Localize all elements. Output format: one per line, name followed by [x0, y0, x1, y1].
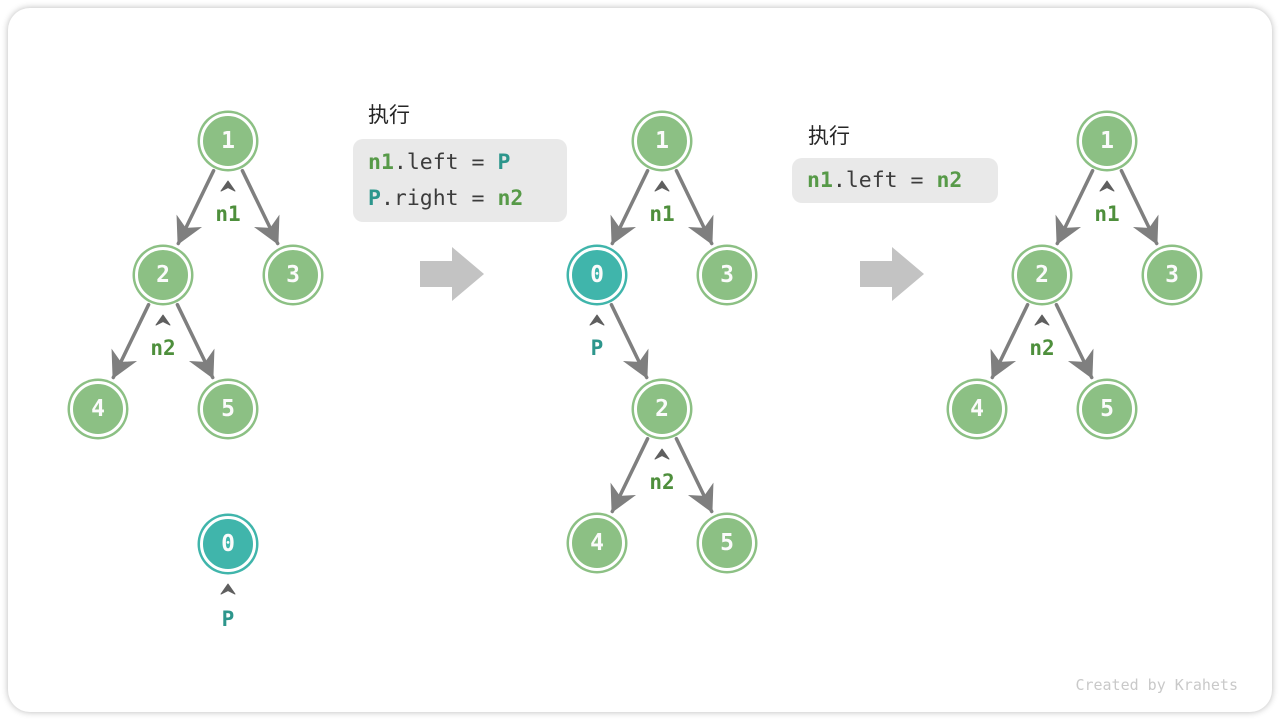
- code-var-n1: n1: [368, 149, 394, 175]
- tree-left-node-1: 1: [200, 113, 256, 169]
- step2-code-block: n1.left = n2: [792, 158, 998, 203]
- tree-left-node-3: 3: [265, 247, 321, 303]
- tree-left-pointer-p: P: [221, 607, 235, 631]
- tree-middle-node-3: 3: [699, 247, 755, 303]
- diagram-card: [8, 8, 1272, 712]
- tree-left-pointer-n2: n2: [150, 336, 176, 360]
- tree-left-node-0-detached: 0: [200, 516, 256, 572]
- tree-middle-pointer-n1: n1: [649, 202, 675, 226]
- code-var-p: P: [497, 149, 511, 175]
- tree-left-node-2: 2: [135, 247, 191, 303]
- step1-code-block: n1.left = P P.right = n2: [353, 139, 567, 222]
- code-var-n2: n2: [936, 167, 963, 193]
- code-var-n1: n1: [807, 167, 833, 193]
- watermark-credit: Created by Krahets: [1075, 676, 1238, 694]
- step1-heading: 执行: [368, 104, 410, 127]
- tree-right-node-4: 4: [949, 381, 1005, 437]
- tree-middle-node-1: 1: [634, 113, 690, 169]
- tree-right-node-3: 3: [1144, 247, 1200, 303]
- tree-middle-pointer-n2: n2: [649, 470, 675, 494]
- tree-right-node-5: 5: [1079, 381, 1135, 437]
- tree-middle-pointer-p: P: [590, 336, 604, 360]
- tree-right-node-1: 1: [1079, 113, 1135, 169]
- code-text: .right =: [380, 185, 498, 211]
- step2-heading: 执行: [808, 125, 850, 148]
- code-line-2: P.right = n2: [368, 181, 567, 217]
- code-var-p: P: [368, 185, 381, 211]
- tree-middle-node-4: 4: [569, 515, 625, 571]
- code-text: .left =: [832, 167, 937, 193]
- code-line-1: n1.left = n2: [807, 163, 998, 199]
- tree-middle-node-5: 5: [699, 515, 755, 571]
- tree-left-node-5: 5: [200, 381, 256, 437]
- code-line-1: n1.left = P: [368, 145, 567, 181]
- tree-right-pointer-n2: n2: [1029, 336, 1055, 360]
- tree-middle-node-2: 2: [634, 381, 690, 437]
- code-var-n2: n2: [497, 185, 524, 211]
- tree-left-pointer-n1: n1: [215, 202, 241, 226]
- tree-left-node-4: 4: [70, 381, 126, 437]
- code-text: .left =: [393, 149, 498, 175]
- tree-right-node-2: 2: [1014, 247, 1070, 303]
- tree-right-pointer-n1: n1: [1094, 202, 1120, 226]
- tree-middle-node-0: 0: [569, 247, 625, 303]
